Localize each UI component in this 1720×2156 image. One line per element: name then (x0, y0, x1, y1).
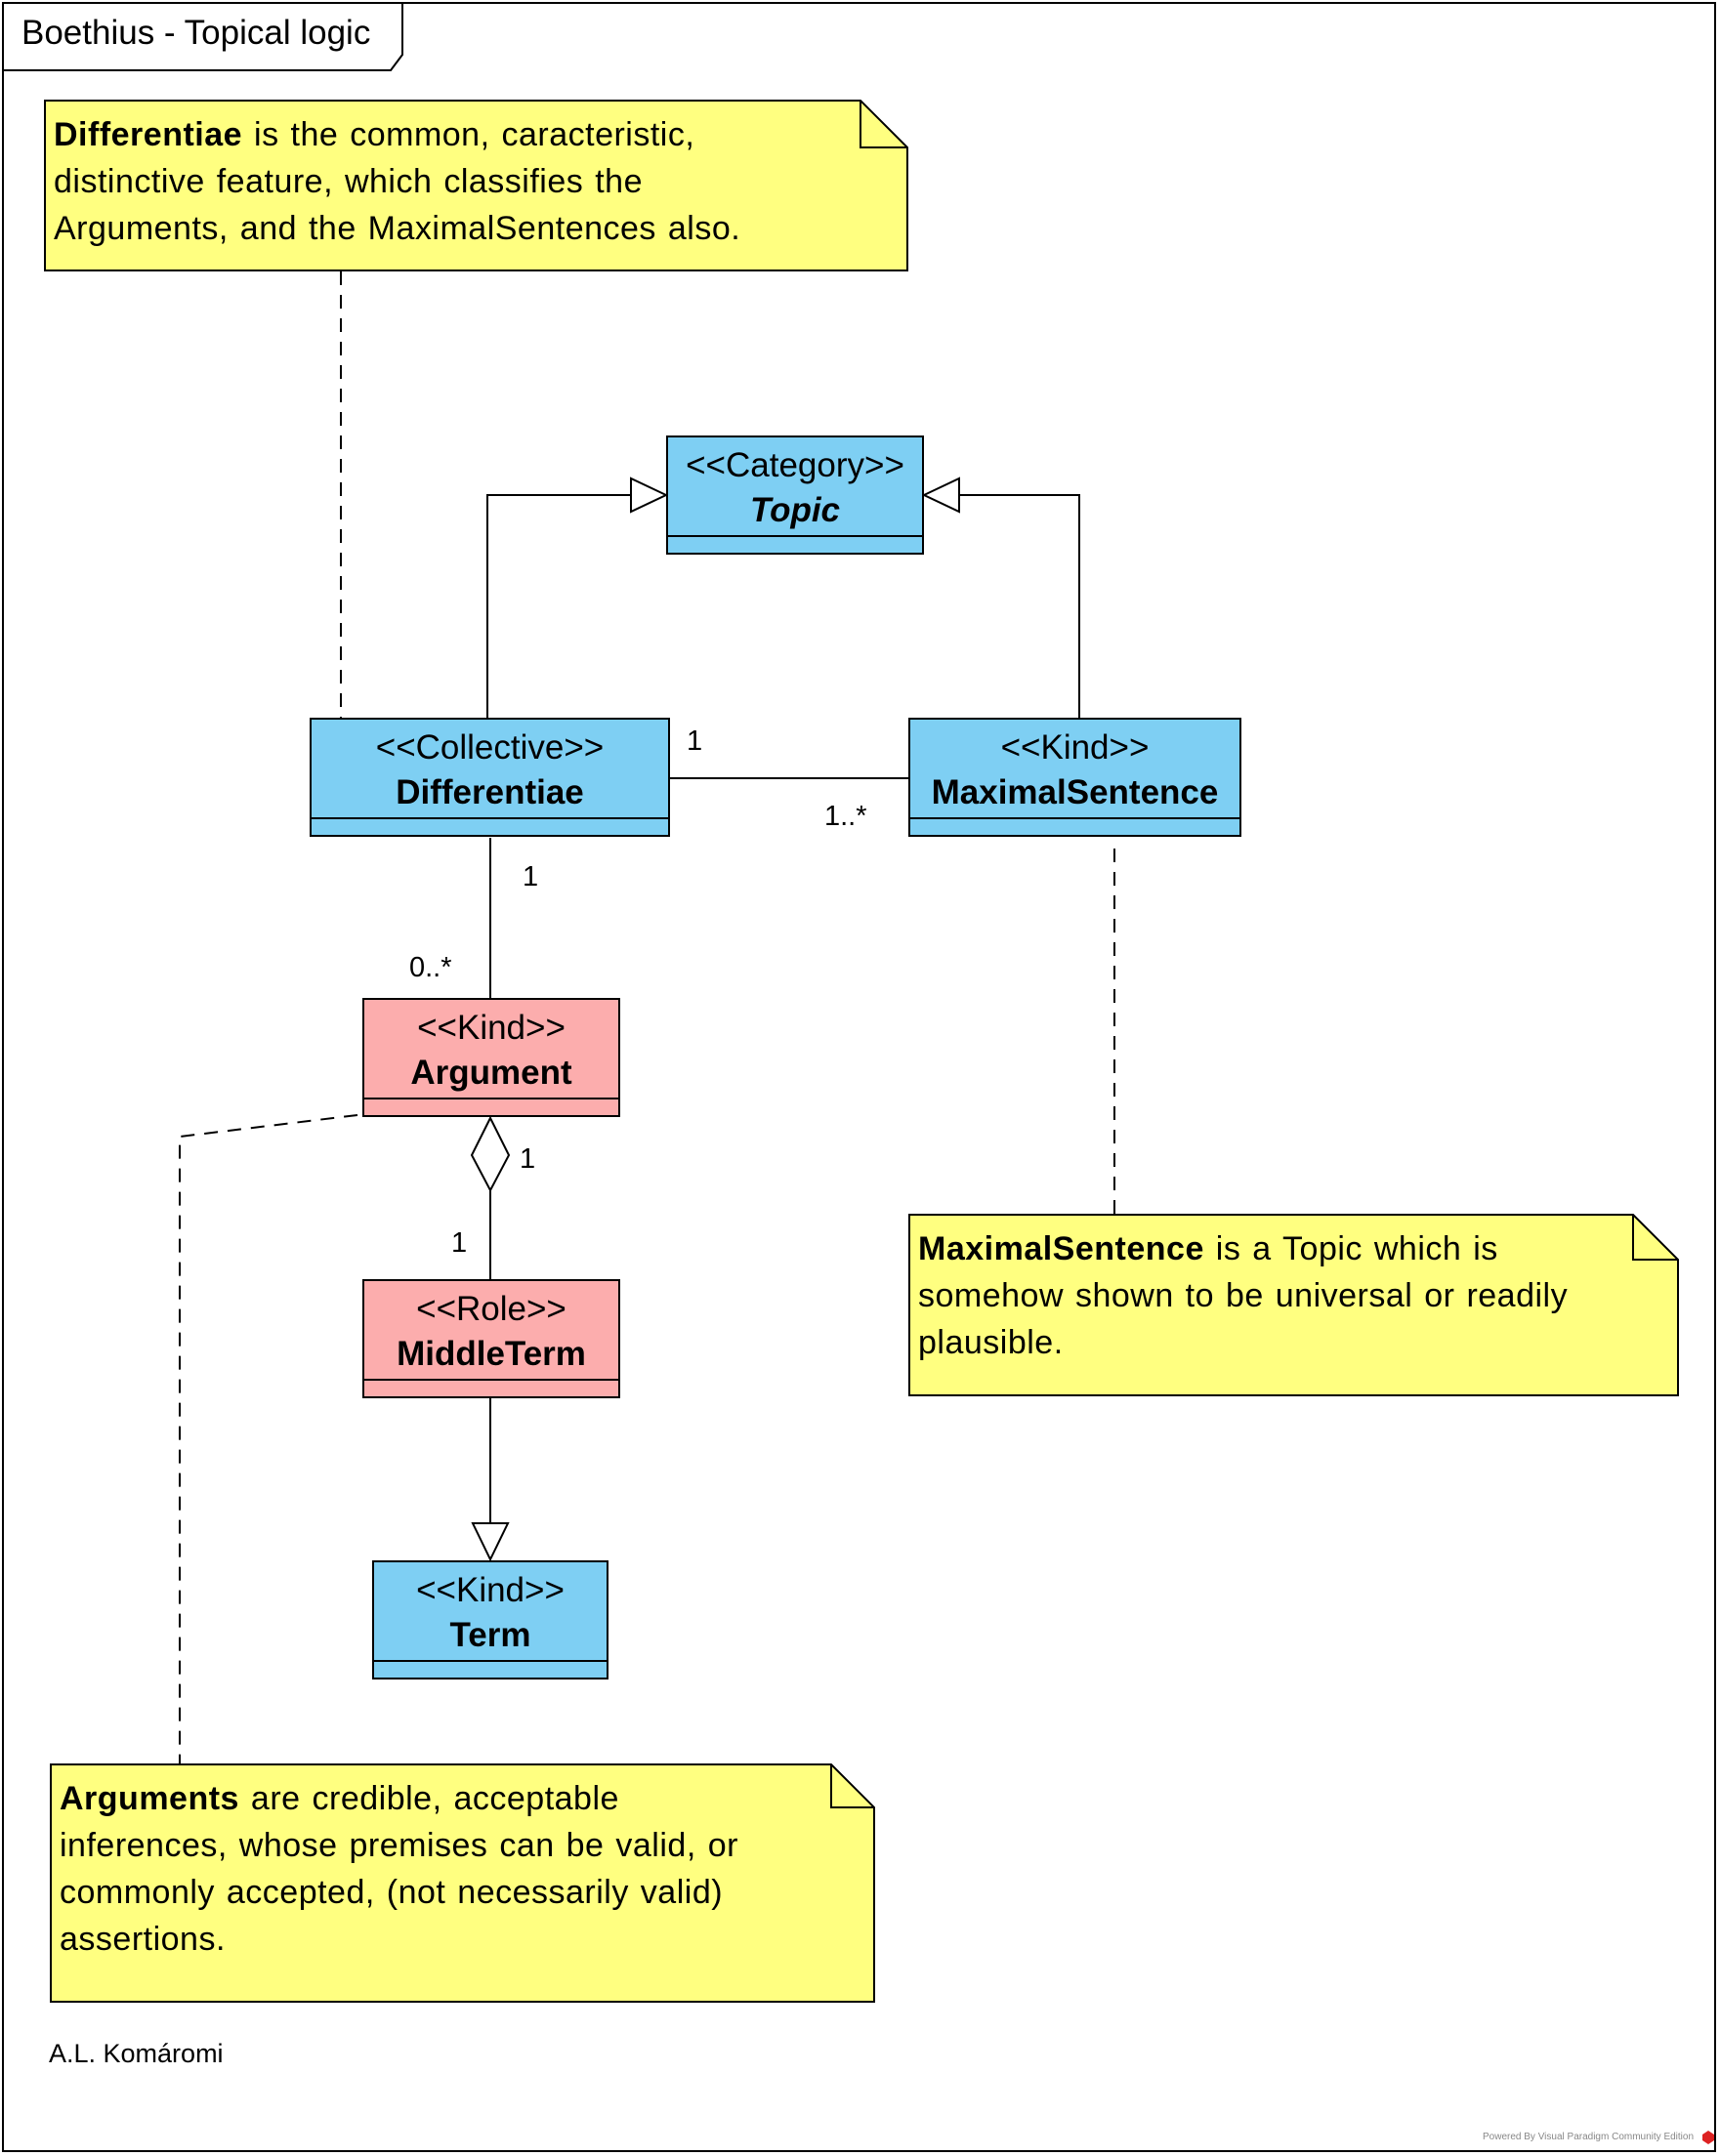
class-name: Argument (410, 1054, 572, 1092)
class-stereotype: <<Collective>> (375, 728, 605, 767)
class-topic[interactable]: <<Category>> Topic (666, 435, 924, 555)
generalization-maximal-topic (959, 494, 1080, 718)
generalization-differentiae-topic (486, 494, 631, 718)
multiplicity-label: 0..* (409, 952, 452, 983)
note-bold-term: Arguments (60, 1780, 239, 1817)
note-differentiae[interactable]: Differentiae is the common, caracteristi… (44, 100, 909, 271)
note-bold-term: Differentiae (54, 116, 243, 153)
note-maximalsentence[interactable]: MaximalSentence is a Topic which is some… (908, 1214, 1680, 1396)
class-differentiae[interactable]: <<Collective>> Differentiae (310, 718, 670, 837)
multiplicity-label: 1 (687, 726, 703, 757)
generalization-arrowhead (630, 477, 669, 514)
note-shape (50, 1763, 875, 2003)
note-shape (44, 100, 908, 271)
multiplicity-label: 1 (523, 861, 539, 892)
class-stereotype: <<Kind>> (1000, 728, 1150, 767)
note-text: MaximalSentence is a Topic which is some… (918, 1230, 1569, 1361)
anchor-note-argument (179, 1114, 358, 1763)
multiplicity-label: 1 (520, 1143, 536, 1175)
class-maximalsentence[interactable]: <<Kind>> MaximalSentence (908, 718, 1241, 837)
class-name: MaximalSentence (931, 773, 1219, 811)
class-stereotype: <<Kind>> (416, 1571, 565, 1609)
class-stereotype: <<Kind>> (417, 1009, 566, 1047)
class-name: Topic (749, 491, 841, 529)
class-name: MiddleTerm (397, 1335, 586, 1373)
class-argument[interactable]: <<Kind>> Argument (362, 998, 620, 1117)
class-name: Differentiae (396, 773, 584, 811)
diagram-title: Boethius - Topical logic (21, 14, 371, 52)
class-middleterm[interactable]: <<Role>> MiddleTerm (362, 1279, 620, 1398)
note-bold-term: MaximalSentence (918, 1230, 1204, 1267)
note-shape (908, 1214, 1679, 1396)
generalization-arrowhead (471, 1522, 510, 1562)
note-text: Differentiae is the common, caracteristi… (54, 116, 741, 247)
diagram-title-tab (2, 2, 403, 71)
note-text: Arguments are credible, acceptable infer… (60, 1780, 738, 1958)
visual-paradigm-logo-icon (1702, 2131, 1714, 2144)
class-term[interactable]: <<Kind>> Term (372, 1560, 608, 1679)
generalization-arrowhead (921, 477, 960, 514)
aggregation-diamond (470, 1115, 511, 1193)
class-stereotype: <<Category>> (686, 446, 904, 484)
note-arguments[interactable]: Arguments are credible, acceptable infer… (50, 1763, 876, 2003)
author-label: A.L. Komáromi (49, 2039, 224, 2068)
class-stereotype: <<Role>> (416, 1290, 566, 1328)
class-name: Term (449, 1616, 531, 1654)
multiplicity-label: 1 (451, 1227, 468, 1259)
multiplicity-label: 1..* (824, 801, 867, 832)
powered-by-label: Powered By Visual Paradigm Community Edi… (1483, 2132, 1695, 2142)
